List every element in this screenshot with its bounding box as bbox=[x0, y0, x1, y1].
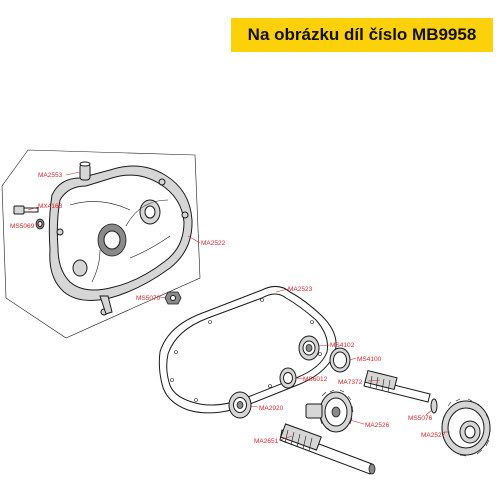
leader-lines bbox=[27, 171, 450, 441]
gear-ma2527 bbox=[441, 398, 491, 457]
oil-seal-ms4100 bbox=[329, 347, 351, 373]
shaft-ma7372 bbox=[363, 369, 431, 403]
callout-ma7372: MA7372 bbox=[338, 379, 363, 386]
callout-ms6012: MS6012 bbox=[303, 376, 328, 383]
bearing-ms4102 bbox=[298, 335, 320, 361]
washer-ms5076 bbox=[430, 398, 438, 414]
callout-ma2523: MA2523 bbox=[288, 286, 313, 293]
gear-ma2526 bbox=[305, 389, 354, 433]
callout-ms4102: MS4102 bbox=[330, 342, 355, 349]
dowel-pin bbox=[79, 161, 91, 181]
callout-ms5070: MS5070 bbox=[136, 295, 161, 302]
cover-group-frame bbox=[1, 149, 201, 339]
nut-ms5070 bbox=[164, 291, 182, 305]
bearing-ms6012 bbox=[279, 367, 297, 389]
callout-ms4100: MS4100 bbox=[357, 356, 382, 363]
callout-ma2920: MA2920 bbox=[259, 405, 284, 412]
bearing-ma2920 bbox=[228, 391, 252, 419]
callout-ma2526: MA2526 bbox=[365, 422, 390, 429]
callout-ma2527: MA2527 bbox=[421, 432, 446, 439]
bolt-mx4168 bbox=[13, 205, 39, 215]
callout-ma2651: MA2651 bbox=[254, 438, 279, 445]
part-number-banner: Na obrázku díl číslo MB9958 bbox=[231, 18, 493, 52]
callout-ms5069: MS5069 bbox=[10, 223, 35, 230]
callout-mx4168: MX4168 bbox=[38, 203, 63, 210]
main-shaft-ma2651 bbox=[279, 423, 376, 475]
callout-ma2522: MA2522 bbox=[201, 240, 226, 247]
callout-ms5076: MS5076 bbox=[408, 415, 433, 422]
case-cover bbox=[48, 165, 193, 316]
callout-ma2553: MA2553 bbox=[38, 172, 63, 179]
banner-text: Na obrázku díl číslo MB9958 bbox=[247, 25, 477, 44]
